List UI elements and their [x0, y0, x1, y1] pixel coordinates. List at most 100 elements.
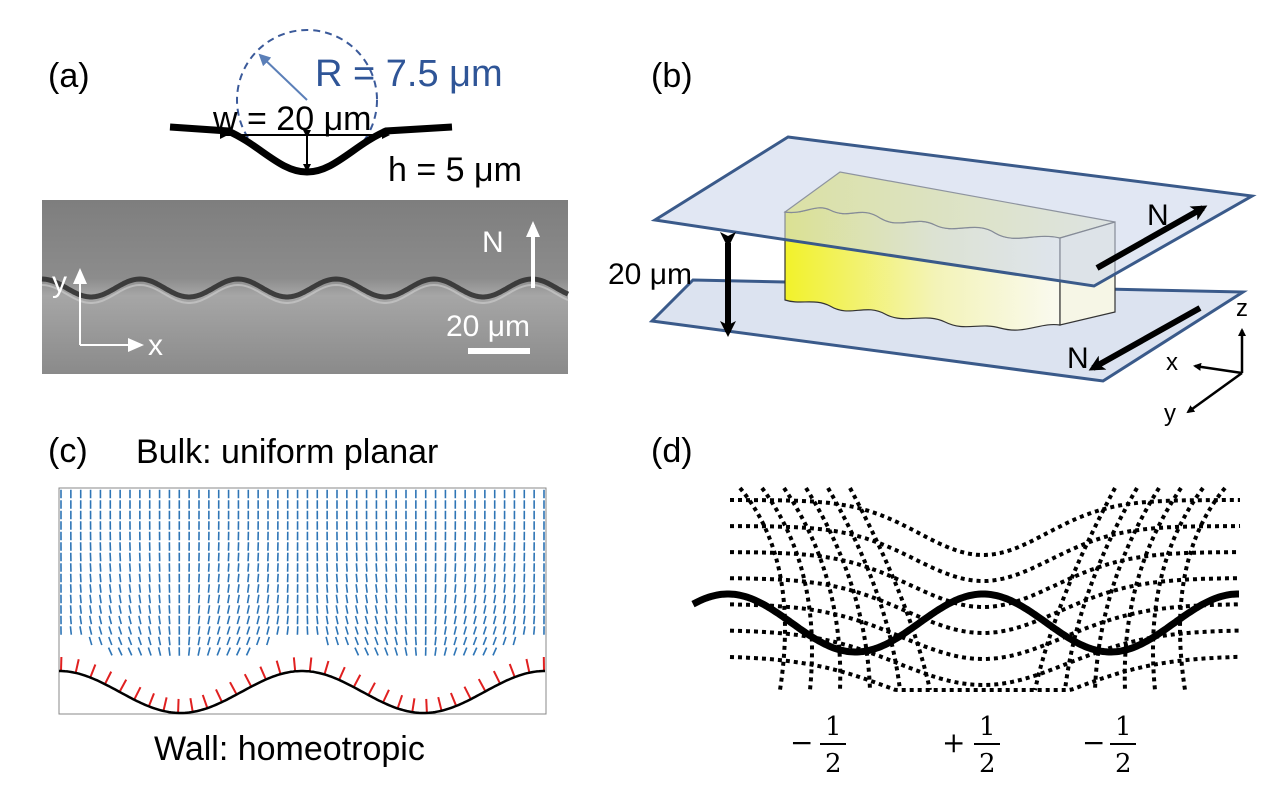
director-tick	[395, 573, 398, 583]
director-tick	[523, 594, 526, 604]
director-tick	[157, 636, 162, 646]
director-tick	[493, 573, 496, 583]
anchoring-tick	[89, 664, 97, 678]
director-tick	[108, 615, 113, 625]
director-tick	[354, 647, 360, 656]
director-tick	[217, 584, 221, 593]
field-line	[1151, 486, 1205, 691]
director-tick	[354, 615, 359, 625]
director-tick	[118, 605, 122, 614]
anchoring-tick	[308, 657, 313, 672]
director-tick	[98, 615, 103, 625]
anchoring-tick	[215, 688, 223, 703]
director-tick	[257, 563, 260, 572]
panel-c-label: (c)	[48, 432, 88, 470]
director-tick	[512, 636, 517, 646]
director-tick	[206, 647, 211, 656]
anchoring-tick	[463, 686, 472, 700]
director-tick	[148, 605, 152, 614]
director-tick	[355, 584, 359, 593]
panel-b-label: (b)	[651, 57, 693, 95]
director-tick	[266, 594, 270, 604]
director-tick	[226, 647, 232, 656]
director-tick	[286, 626, 290, 635]
wall-caption: Wall: homeotropic	[154, 730, 425, 768]
director-tick	[118, 626, 123, 635]
director-tick	[148, 594, 152, 604]
director-tick	[217, 594, 221, 604]
defect-2-sign: +	[942, 726, 965, 759]
bulk-caption: Bulk: uniform planar	[136, 433, 438, 471]
director-tick	[444, 573, 447, 583]
director-tick	[493, 563, 496, 572]
director-tick	[168, 626, 171, 635]
director-tick	[266, 563, 270, 572]
anchoring-tick	[382, 689, 390, 703]
director-tick	[394, 626, 398, 635]
director-tick	[473, 605, 477, 614]
anchoring-tick	[449, 692, 458, 707]
anchoring-tick	[275, 660, 282, 675]
director-tick	[385, 573, 388, 583]
director-tick	[444, 584, 447, 593]
director-tick	[315, 626, 319, 635]
field-line	[730, 524, 1241, 583]
field-line	[730, 498, 1240, 557]
n-bottom-label: N	[1067, 342, 1089, 375]
director-tick	[119, 563, 122, 572]
anchoring-tick	[492, 670, 501, 685]
director-tick	[69, 615, 73, 625]
scalebar-label: 20 μm	[446, 310, 530, 343]
micrograph-wall	[41, 276, 570, 300]
axis-x-label: x	[148, 329, 163, 362]
director-tick	[482, 626, 487, 635]
director-tick	[99, 563, 102, 572]
n-top-arrow	[1095, 205, 1208, 271]
director-tick	[117, 636, 123, 646]
director-tick	[128, 605, 132, 614]
director-tick	[227, 573, 230, 583]
director-tick	[266, 605, 270, 614]
director-tick	[128, 584, 132, 593]
director-tick	[108, 636, 113, 646]
radius-arrow	[258, 53, 308, 101]
director-tick	[463, 594, 467, 604]
field-lines	[729, 486, 1241, 692]
director-tick	[503, 594, 507, 604]
director-tick	[207, 584, 211, 593]
field-line	[738, 486, 787, 691]
director-tick	[375, 563, 378, 572]
director-tick	[247, 573, 250, 583]
director-tick	[276, 605, 280, 614]
defect-3-den: 2	[1115, 749, 1132, 779]
director-tick	[187, 636, 191, 646]
director-tick	[512, 605, 516, 614]
director-tick	[316, 615, 319, 625]
director-tick	[384, 626, 389, 635]
director-tick	[345, 584, 349, 593]
director-tick	[137, 647, 143, 656]
director-tick	[344, 626, 349, 635]
director-tick	[394, 615, 398, 625]
director-tick	[79, 626, 83, 635]
director-tick	[483, 594, 487, 604]
director-tick	[384, 647, 389, 656]
director-tick	[434, 626, 437, 635]
director-tick	[335, 584, 339, 593]
director-tick	[99, 573, 102, 583]
director-tick	[374, 615, 379, 625]
director-tick	[394, 594, 398, 604]
director-tick	[256, 584, 260, 593]
director-tick	[345, 563, 348, 572]
director-tick	[326, 573, 329, 583]
panel-c: (c) Bulk: uniform planar Wall: homeotrop…	[48, 432, 547, 768]
director-tick	[256, 594, 260, 604]
director-tick	[513, 584, 516, 593]
director-tick	[108, 626, 113, 635]
anchoring-tick	[259, 666, 267, 680]
director-tick	[188, 615, 191, 625]
field-line	[1178, 486, 1227, 691]
director-tick	[89, 605, 93, 614]
director-tick	[89, 563, 92, 572]
director-tick	[453, 636, 458, 646]
